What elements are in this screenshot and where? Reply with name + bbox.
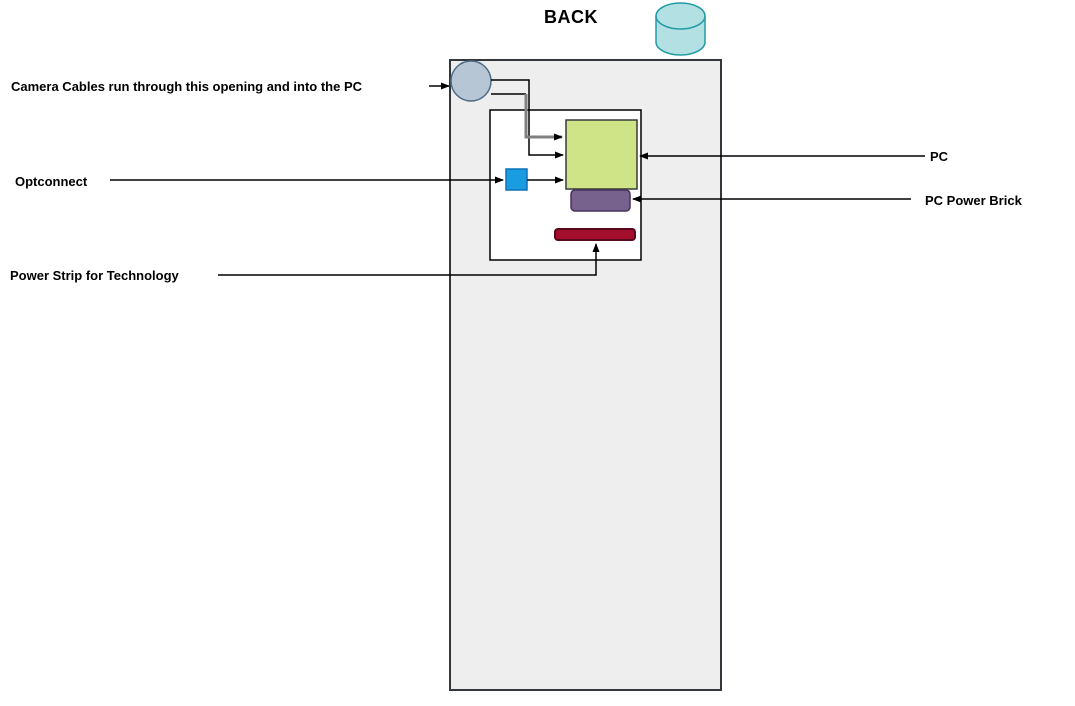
pc-label: PC <box>930 149 949 164</box>
camera-cables-label: Camera Cables run through this opening a… <box>11 79 363 94</box>
pc-shape <box>565 119 638 190</box>
power-strip-label-arrow <box>218 243 600 276</box>
optconnect-label: Optconnect <box>15 174 88 189</box>
diagram-title: BACK <box>544 7 598 27</box>
opening-to-pc-connector-black <box>491 79 564 159</box>
opening-to-pc-connector-gray <box>524 94 563 141</box>
optconnect-shape <box>505 168 528 191</box>
pc-power-brick-label: PC Power Brick <box>925 193 1022 208</box>
pc-power-brick-shape <box>570 189 631 212</box>
power-strip-label: Power Strip for Technology <box>10 268 179 283</box>
cylinder-top-ellipse <box>655 15 706 30</box>
camera-cable-opening-circle <box>450 60 492 102</box>
cable-cylinder-shape <box>655 2 706 56</box>
power-strip-shape <box>554 228 636 241</box>
